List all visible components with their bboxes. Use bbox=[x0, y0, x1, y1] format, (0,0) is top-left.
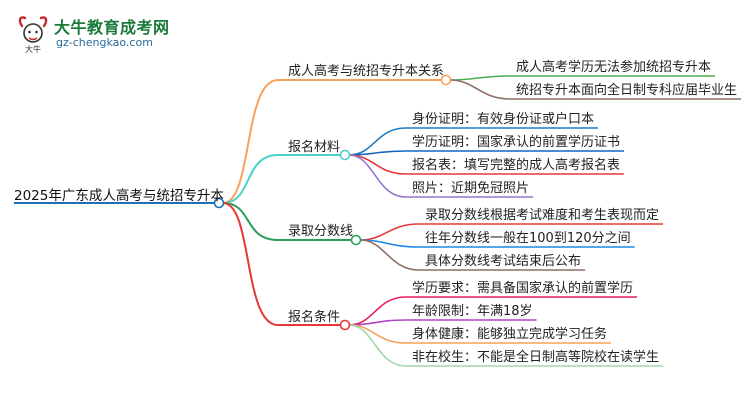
branch-node-label[interactable]: 报名条件 bbox=[288, 310, 341, 325]
leaf-node-label[interactable]: 报名表：填写完整的成人高考报名表 bbox=[412, 158, 621, 173]
item-connector bbox=[348, 324, 407, 367]
leaf-node-label[interactable]: 具体分数线考试结束后公布 bbox=[425, 254, 582, 269]
leaf-node-label[interactable]: 学历证明：国家承认的前置学历证书 bbox=[412, 135, 621, 150]
logo-site-url: gz-chengkao.com bbox=[56, 36, 153, 49]
bull-logo-icon: 大牛 bbox=[18, 16, 48, 54]
branch-node-label[interactable]: 报名材料 bbox=[288, 140, 341, 155]
leaf-node-label[interactable]: 照片：近期免冠照片 bbox=[412, 181, 530, 196]
item-connector bbox=[449, 79, 511, 100]
leaf-node-label[interactable]: 非在校生：不能是全日制高等院校在读学生 bbox=[412, 350, 660, 365]
leaf-node-label[interactable]: 统招专升本面向全日制专科应届毕业生 bbox=[516, 83, 738, 98]
branch-toggle-circle[interactable] bbox=[339, 149, 351, 161]
item-connector bbox=[359, 223, 420, 241]
leaf-node-label[interactable]: 往年分数线一般在100到120分之间 bbox=[425, 231, 631, 246]
branch-toggle-circle[interactable] bbox=[350, 234, 362, 246]
item-connector bbox=[359, 239, 420, 271]
leaf-node-label[interactable]: 身份证明：有效身份证或户口本 bbox=[412, 112, 595, 127]
leaf-node-label[interactable]: 录取分数线根据考试难度和考生表现而定 bbox=[425, 208, 660, 223]
branch-connector bbox=[222, 202, 279, 241]
site-logo[interactable]: 大牛 大牛教育成考网 gz-chengkao.com bbox=[14, 12, 174, 58]
item-connector bbox=[449, 75, 511, 81]
leaf-node-label[interactable]: 年龄限制：年满18岁 bbox=[412, 304, 533, 319]
branch-connector bbox=[222, 79, 279, 204]
leaf-node-label[interactable]: 身体健康：能够独立完成学习任务 bbox=[412, 327, 608, 342]
item-connector bbox=[348, 154, 407, 175]
branch-toggle-circle[interactable] bbox=[440, 74, 452, 86]
root-toggle-circle[interactable] bbox=[213, 197, 225, 209]
branch-toggle-circle[interactable] bbox=[339, 319, 351, 331]
logo-site-name: 大牛教育成考网 bbox=[54, 18, 170, 37]
leaf-node-label[interactable]: 成人高考学历无法参加统招专升本 bbox=[516, 60, 712, 75]
branch-connector bbox=[222, 202, 279, 326]
root-node-label[interactable]: 2025年广东成人高考与统招专升本 bbox=[14, 188, 224, 204]
branch-node-label[interactable]: 成人高考与统招专升本关系 bbox=[288, 64, 445, 79]
branch-connector bbox=[222, 154, 279, 204]
branch-node-label[interactable]: 录取分数线 bbox=[288, 224, 354, 239]
leaf-node-label[interactable]: 学历要求：需具备国家承认的前置学历 bbox=[412, 281, 634, 296]
item-connector bbox=[348, 154, 407, 198]
item-connector bbox=[348, 319, 407, 326]
logo-mark-text: 大牛 bbox=[25, 44, 41, 54]
